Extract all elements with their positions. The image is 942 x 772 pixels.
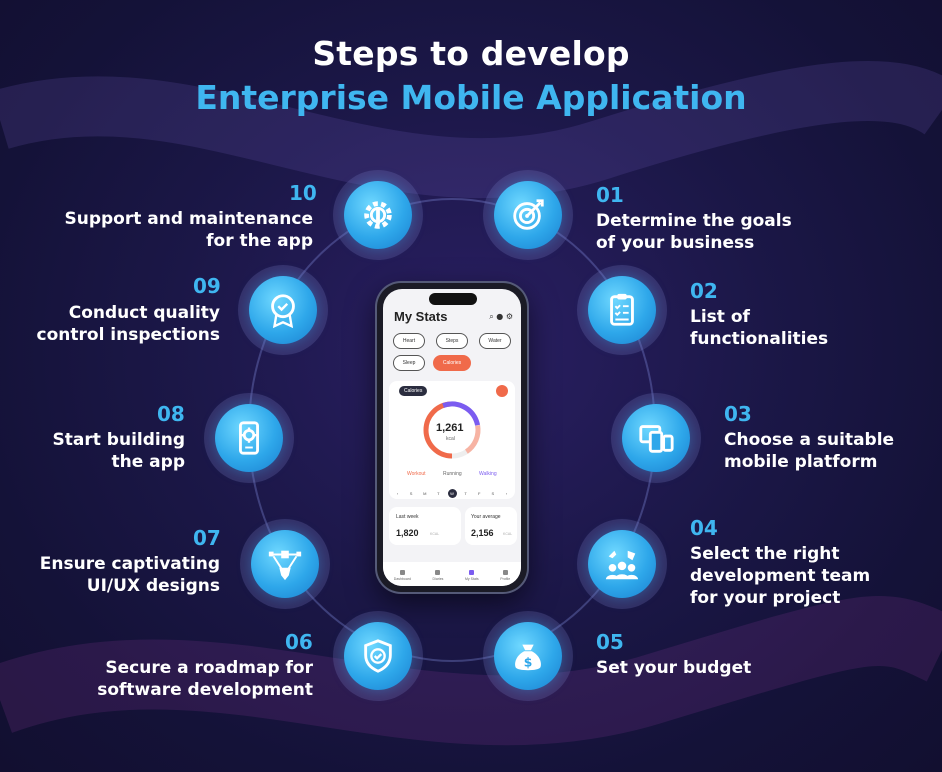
step-08-icon-circle bbox=[204, 393, 294, 483]
page-title-line2: Enterprise Mobile Application bbox=[195, 78, 747, 117]
pill-water[interactable]: Water bbox=[479, 333, 511, 349]
phone-screen: My Stats ⌕ ● ⚙ Heart Steps Water Sleep C… bbox=[383, 289, 521, 586]
step-01-icon-circle bbox=[483, 170, 573, 260]
step-06-icon-circle bbox=[333, 611, 423, 701]
pill-sleep[interactable]: Sleep bbox=[393, 355, 425, 371]
day-item[interactable]: T bbox=[437, 491, 440, 496]
average-label: Your average bbox=[471, 514, 501, 520]
shield-check-icon bbox=[364, 639, 392, 673]
step-10-number: 10 bbox=[289, 181, 317, 205]
day-selector[interactable]: ‹ S M T W T F S › bbox=[393, 489, 511, 498]
phone-notch bbox=[429, 293, 477, 305]
step-09-number: 09 bbox=[193, 274, 221, 298]
nav-profile[interactable]: Profile bbox=[500, 570, 510, 581]
last-week-label: Last week bbox=[396, 514, 419, 520]
last-week-unit: KCAL bbox=[430, 532, 440, 536]
day-item[interactable]: M bbox=[423, 491, 427, 496]
step-02-number: 02 bbox=[690, 279, 718, 303]
step-08-number: 08 bbox=[157, 402, 185, 426]
pill-heart[interactable]: Heart bbox=[393, 333, 425, 349]
phone-header-icons: ⌕ ● ⚙ bbox=[489, 312, 513, 321]
step-04-label: Select the right development team for yo… bbox=[690, 544, 871, 608]
target-icon bbox=[513, 199, 544, 230]
kcal-unit: kcal bbox=[446, 436, 455, 442]
step-05-label: Set your budget bbox=[596, 658, 752, 678]
day-next-icon[interactable]: › bbox=[505, 491, 508, 496]
step-07-number: 07 bbox=[193, 526, 221, 550]
pen-tool-icon bbox=[268, 550, 302, 581]
calories-donut bbox=[423, 401, 481, 459]
calories-badge: Calories bbox=[399, 386, 428, 396]
step-09-label: Conduct quality control inspections bbox=[36, 303, 220, 345]
flame-icon bbox=[496, 385, 508, 397]
step-05-icon-circle: $ bbox=[483, 611, 573, 701]
day-prev-icon[interactable]: ‹ bbox=[396, 491, 399, 496]
calories-card bbox=[389, 381, 515, 499]
phone-title: My Stats bbox=[394, 309, 448, 324]
page-title-line1: Steps to develop bbox=[312, 34, 630, 73]
step-05-number: 05 bbox=[596, 630, 624, 654]
nav-diaries[interactable]: Diaries bbox=[433, 570, 443, 581]
svg-text:$: $ bbox=[524, 655, 533, 669]
average-unit: KCAL bbox=[503, 532, 513, 536]
wrench-gear-icon bbox=[364, 201, 392, 229]
phone-gear-icon bbox=[239, 421, 259, 455]
step-01-number: 01 bbox=[596, 183, 624, 207]
legend-running: Running bbox=[443, 471, 462, 477]
kcal-value: 1,261 bbox=[436, 422, 464, 434]
phone-mockup: My Stats ⌕ ● ⚙ Heart Steps Water Sleep C… bbox=[377, 283, 527, 592]
step-06-label: Secure a roadmap for software developmen… bbox=[97, 658, 313, 700]
day-item[interactable]: S bbox=[491, 491, 495, 496]
step-09-icon-circle bbox=[238, 265, 328, 355]
step-07-label: Ensure captivating UI/UX designs bbox=[39, 554, 220, 596]
step-10-label: Support and maintenance for the app bbox=[64, 209, 313, 251]
step-06-number: 06 bbox=[285, 630, 313, 654]
day-item-selected[interactable]: W bbox=[447, 489, 457, 498]
day-item[interactable]: T bbox=[464, 491, 467, 496]
step-03-icon-circle bbox=[611, 393, 701, 483]
pill-steps[interactable]: Steps bbox=[436, 333, 468, 349]
step-04-number: 04 bbox=[690, 516, 718, 540]
step-07-icon-circle bbox=[240, 519, 330, 609]
step-02-label: List of functionalities bbox=[690, 307, 829, 349]
phone-bottom-nav: Dashboard Diaries My Stats Profile bbox=[383, 562, 521, 586]
step-08-label: Start building the app bbox=[52, 430, 185, 472]
team-icon bbox=[605, 550, 639, 580]
step-04-icon-circle bbox=[577, 519, 667, 609]
day-item[interactable]: F bbox=[478, 491, 481, 496]
day-item[interactable]: S bbox=[409, 491, 413, 496]
devices-icon bbox=[639, 425, 674, 453]
step-02-icon-circle bbox=[577, 265, 667, 355]
step-10-icon-circle bbox=[333, 170, 423, 260]
money-bag-icon: $ bbox=[515, 644, 541, 671]
pill-calories[interactable]: Calories bbox=[433, 355, 471, 371]
nav-dashboard[interactable]: Dashboard bbox=[394, 570, 411, 581]
average-value: 2,156 bbox=[471, 528, 494, 538]
last-week-card bbox=[389, 507, 461, 545]
clipboard-checklist-icon bbox=[610, 293, 634, 326]
step-03-label: Choose a suitable mobile platform bbox=[724, 430, 895, 472]
last-week-value: 1,820 bbox=[396, 528, 419, 538]
quality-badge-icon bbox=[271, 294, 295, 329]
step-03-number: 03 bbox=[724, 402, 752, 426]
legend-walking: Walking bbox=[479, 471, 497, 477]
step-01-label: Determine the goals of your business bbox=[596, 211, 792, 253]
average-card bbox=[465, 507, 517, 545]
nav-my-stats[interactable]: My Stats bbox=[465, 570, 479, 581]
legend-workout: Workout bbox=[407, 471, 426, 477]
